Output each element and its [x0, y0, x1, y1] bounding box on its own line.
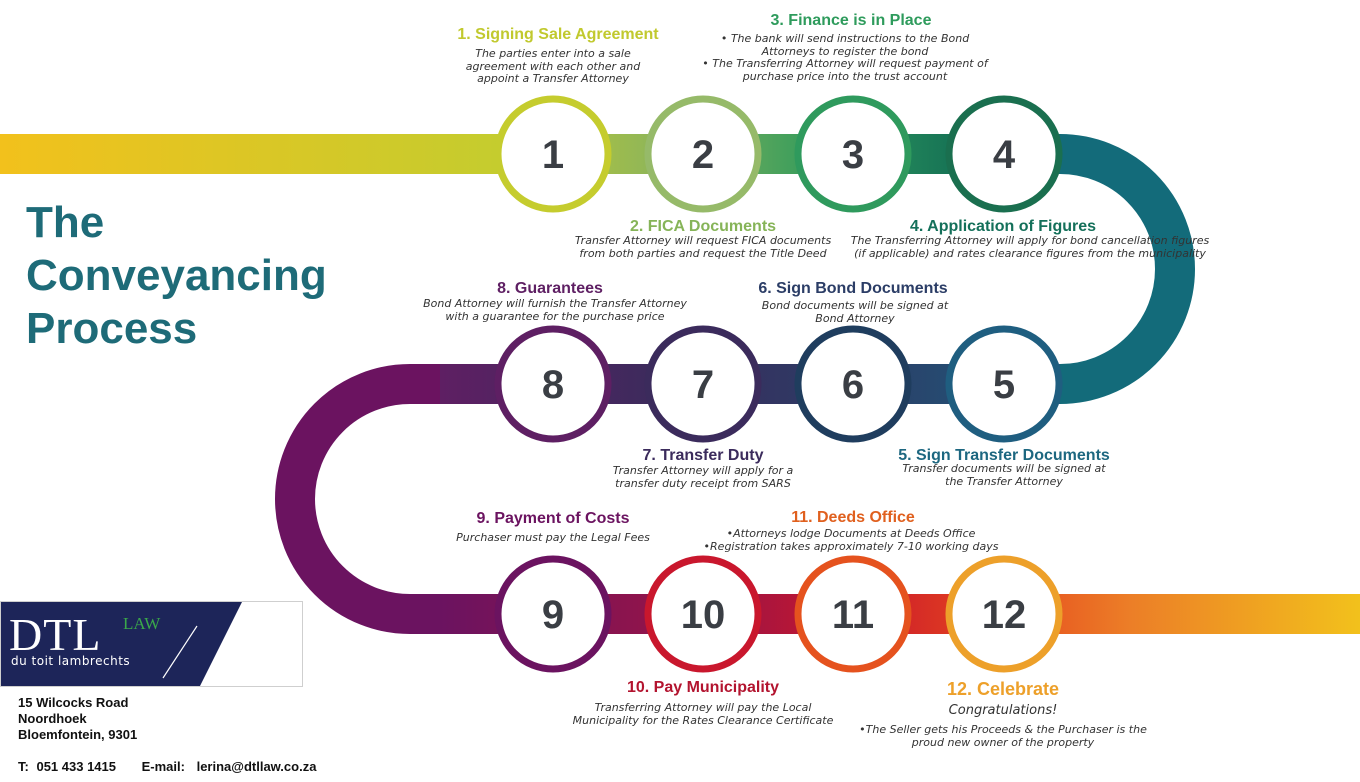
step-8-description: Bond Attorney will furnish the Transfer … [423, 297, 687, 323]
step-11-number: 11 [832, 593, 874, 637]
phone-label: T: [18, 759, 29, 774]
address-line-3: Bloemfontein, 9301 [18, 727, 138, 742]
contact-line: T: 051 433 1415 E-mail: lerina@dtllaw.co… [18, 759, 320, 774]
step-10-number: 10 [681, 593, 726, 637]
step-11-description: •Attorneys lodge Documents at Deeds Offi… [703, 527, 999, 553]
step-8-circle: 8 [494, 325, 612, 443]
address-block: 15 Wilcocks Road Noordhoek Bloemfontein,… [18, 695, 137, 743]
step-11-title: 11. Deeds Office [791, 509, 915, 526]
track-bend-left [275, 364, 440, 634]
step-2-number: 2 [692, 133, 714, 177]
step-6-number: 6 [842, 363, 864, 407]
page-title: The Conveyancing Process [26, 196, 327, 355]
step-7-number: 7 [692, 363, 714, 407]
step-9-title: 9. Payment of Costs [476, 510, 630, 527]
title-line-2: Conveyancing [26, 251, 327, 300]
logo-mark: DTL [9, 609, 102, 660]
step-11-circle: 11 [794, 555, 912, 673]
step-5-circle: 5 [945, 325, 1063, 443]
step-2-title: 2. FICA Documents [629, 218, 777, 235]
step-9-number: 9 [542, 593, 564, 637]
step-1-number: 1 [542, 133, 564, 177]
logo-firm-name: du toit lambrechts [11, 654, 131, 668]
step-6-title: 6. Sign Bond Documents [758, 280, 948, 297]
step-7-circle: 7 [644, 325, 762, 443]
step-9-circle: 9 [494, 555, 612, 673]
step-10-description: Transferring Attorney will pay the Local… [572, 701, 834, 727]
step-12-subtitle: Congratulations! [948, 703, 1058, 718]
phone-number: 051 433 1415 [36, 759, 116, 774]
title-line-3: Process [26, 304, 198, 353]
address-line-2: Noordhoek [18, 711, 87, 726]
step-10-title: 10. Pay Municipality [626, 679, 780, 696]
step-1-title: 1. Signing Sale Agreement [457, 26, 659, 43]
step-6-circle: 6 [794, 325, 912, 443]
step-8-number: 8 [542, 363, 564, 407]
step-5-title: 5. Sign Transfer Documents [898, 447, 1110, 464]
step-2-description: Transfer Attorney will request FICA docu… [574, 234, 832, 260]
step-3-description: • The bank will send instructions to the… [702, 32, 988, 83]
step-10-circle: 10 [644, 555, 762, 673]
step-4-number: 4 [993, 133, 1016, 177]
logo-background [1, 602, 242, 686]
step-2-circle: 2 [644, 95, 762, 213]
step-12-description: •The Seller gets his Proceeds & the Purc… [859, 723, 1147, 749]
step-8-title: 8. Guarantees [497, 280, 603, 297]
step-3-circle: 3 [794, 95, 912, 213]
step-12-number: 12 [982, 593, 1027, 637]
logo-law-text: LAW [123, 614, 161, 633]
step-7-title: 7. Transfer Duty [642, 447, 764, 464]
step-12-title: 12. Celebrate [946, 679, 1060, 699]
email-label: E-mail: [141, 759, 185, 774]
step-3-title: 3. Finance is in Place [770, 12, 932, 29]
email-address: lerina@dtllaw.co.za [196, 759, 317, 774]
track-bend-right [1059, 134, 1195, 404]
step-3-number: 3 [842, 133, 864, 177]
address-line-1: 15 Wilcocks Road [18, 695, 129, 710]
title-line-1: The [26, 198, 105, 247]
step-5-number: 5 [993, 363, 1015, 407]
step-4-description: The Transferring Attorney will apply for… [850, 234, 1210, 260]
dtl-law-logo: DTL LAW du toit lambrechts [0, 601, 303, 687]
step-4-title: 4. Application of Figures [909, 218, 1097, 235]
step-4-circle: 4 [945, 95, 1063, 213]
step-12-circle: 12 [945, 555, 1063, 673]
step-1-circle: 1 [494, 95, 612, 213]
step-9-description: Purchaser must pay the Legal Fees [456, 531, 650, 544]
